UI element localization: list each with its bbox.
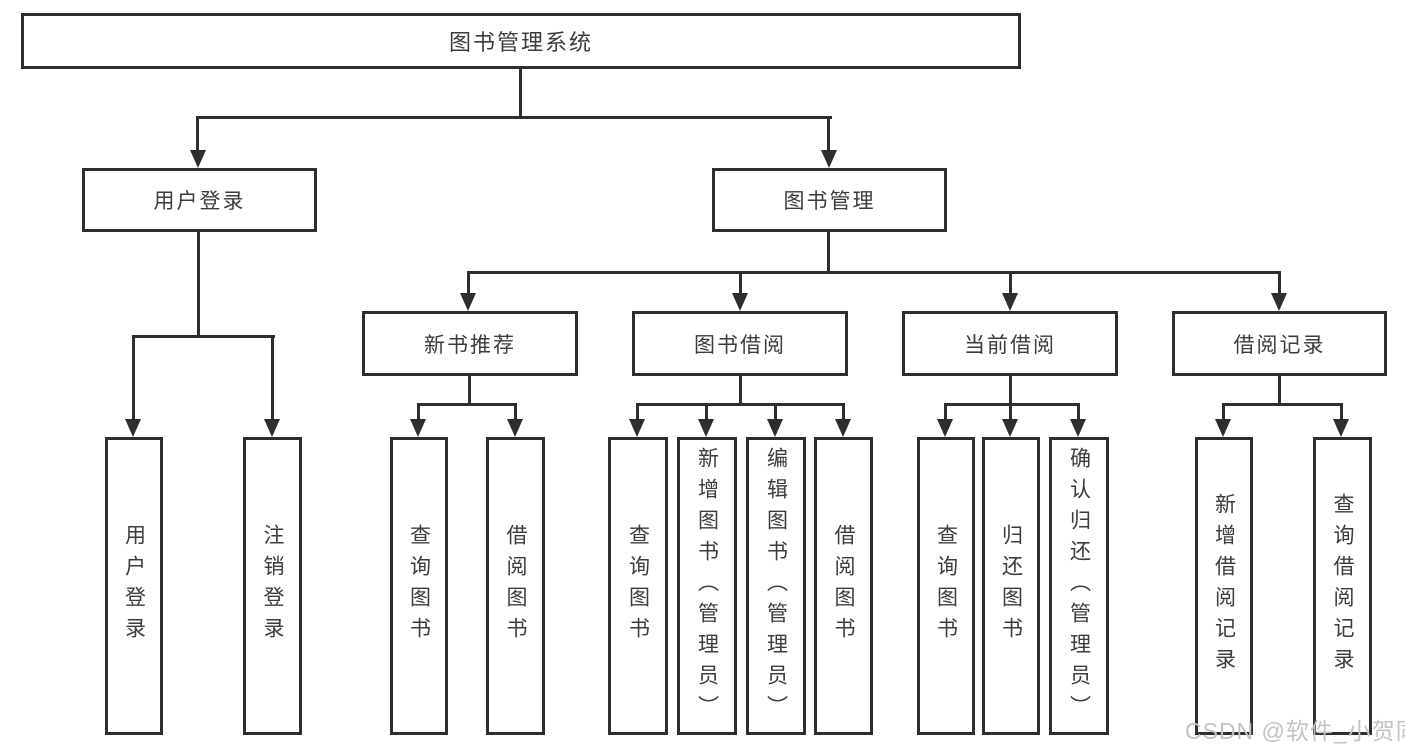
arrow-down-icon xyxy=(410,419,426,437)
node-book-management: 图书管理 xyxy=(712,168,947,232)
connector-vline xyxy=(271,335,274,421)
leaf-recommend-borrow-book: 借阅图书 xyxy=(486,437,545,735)
connector-vline xyxy=(468,376,471,406)
connector-hline xyxy=(467,271,1281,274)
connector-vline xyxy=(467,271,470,295)
connector-hline xyxy=(417,403,516,406)
leaf-borrowing-borrow-book-label: 借阅图书 xyxy=(832,524,855,648)
arrow-down-icon xyxy=(767,419,783,437)
connector-vline xyxy=(636,403,639,421)
leaf-return-book: 归还图书 xyxy=(982,437,1040,735)
node-borrow-records-label: 借阅记录 xyxy=(1233,333,1326,357)
leaf-current-query-book: 查询图书 xyxy=(917,437,975,735)
connector-vline xyxy=(1009,376,1012,406)
leaf-logout: 注销登录 xyxy=(243,437,302,735)
node-new-book-recommend: 新书推荐 xyxy=(362,311,578,376)
connector-vline xyxy=(739,271,742,295)
node-user-login: 用户登录 xyxy=(82,168,317,232)
leaf-user-login-label: 用户登录 xyxy=(122,524,146,648)
leaf-confirm-return-admin-label: 确认归还（管理员） xyxy=(1067,446,1091,726)
connector-vline xyxy=(417,403,420,421)
connector-vline xyxy=(1278,376,1281,406)
arrow-down-icon xyxy=(1002,293,1018,311)
arrow-down-icon xyxy=(1002,419,1018,437)
leaf-add-borrow-record-label: 新增借阅记录 xyxy=(1212,493,1236,679)
connector-vline xyxy=(132,335,135,421)
leaf-user-login: 用户登录 xyxy=(105,437,163,735)
leaf-edit-book-admin-label: 编辑图书（管理员） xyxy=(764,446,788,726)
node-book-borrowing-label: 图书借阅 xyxy=(694,333,786,357)
leaf-recommend-borrow-book-label: 借阅图书 xyxy=(504,524,527,648)
leaf-borrowing-borrow-book: 借阅图书 xyxy=(814,437,873,735)
connector-vline xyxy=(1222,403,1225,421)
node-user-login-label: 用户登录 xyxy=(153,190,246,213)
connector-vline xyxy=(705,403,708,421)
node-book-borrowing: 图书借阅 xyxy=(632,311,848,376)
node-current-borrowing: 当前借阅 xyxy=(902,311,1118,376)
arrow-down-icon xyxy=(629,419,645,437)
connector-hline xyxy=(132,335,275,338)
connector-vline xyxy=(1009,271,1012,295)
arrow-down-icon xyxy=(821,150,837,168)
connector-hline xyxy=(1222,403,1343,406)
connector-vline xyxy=(197,232,200,338)
arrow-down-icon xyxy=(1333,419,1349,437)
leaf-recommend-query-book: 查询图书 xyxy=(390,437,448,735)
node-library-system: 图书管理系统 xyxy=(21,13,1021,69)
node-current-borrowing-label: 当前借阅 xyxy=(964,333,1056,357)
leaf-confirm-return-admin: 确认归还（管理员） xyxy=(1049,437,1109,735)
arrow-down-icon xyxy=(732,293,748,311)
connector-vline xyxy=(827,116,830,152)
connector-hline xyxy=(196,116,832,119)
node-book-management-label: 图书管理 xyxy=(783,190,876,213)
connector-vline xyxy=(827,232,830,274)
connector-vline xyxy=(739,376,742,406)
arrow-down-icon xyxy=(1215,419,1231,437)
arrow-down-icon xyxy=(507,419,523,437)
connector-vline xyxy=(842,403,845,421)
connector-vline xyxy=(1009,403,1012,421)
leaf-edit-book-admin: 编辑图书（管理员） xyxy=(746,437,806,735)
leaf-add-book-admin-label: 新增图书（管理员） xyxy=(695,446,719,726)
connector-vline xyxy=(519,69,522,117)
arrow-down-icon xyxy=(460,293,476,311)
csdn-watermark: CSDN @软件_小贺同学 xyxy=(1185,718,1405,744)
arrow-down-icon xyxy=(1070,419,1086,437)
connector-hline xyxy=(636,403,844,406)
connector-vline xyxy=(1077,403,1080,421)
node-new-book-recommend-label: 新书推荐 xyxy=(424,333,516,357)
arrow-down-icon xyxy=(698,419,714,437)
arrow-down-icon xyxy=(937,419,953,437)
leaf-add-borrow-record: 新增借阅记录 xyxy=(1195,437,1253,735)
leaf-query-borrow-record: 查询借阅记录 xyxy=(1313,437,1372,735)
node-borrow-records: 借阅记录 xyxy=(1172,311,1387,376)
arrow-down-icon xyxy=(835,419,851,437)
arrow-down-icon xyxy=(1271,293,1287,311)
node-library-system-label: 图书管理系统 xyxy=(448,30,593,55)
leaf-query-borrow-record-label: 查询借阅记录 xyxy=(1331,493,1354,679)
connector-vline xyxy=(1340,403,1343,421)
leaf-borrowing-query-book: 查询图书 xyxy=(608,437,668,735)
leaf-current-query-book-label: 查询图书 xyxy=(934,524,958,648)
leaf-borrowing-query-book-label: 查询图书 xyxy=(626,524,650,648)
leaf-add-book-admin: 新增图书（管理员） xyxy=(677,437,737,735)
connector-vline xyxy=(1278,271,1281,295)
leaf-return-book-label: 归还图书 xyxy=(999,524,1023,648)
connector-vline xyxy=(514,403,517,421)
arrow-down-icon xyxy=(264,419,280,437)
leaf-recommend-query-book-label: 查询图书 xyxy=(407,524,431,648)
connector-hline xyxy=(944,403,1080,406)
connector-vline xyxy=(774,403,777,421)
connector-vline xyxy=(944,403,947,421)
connector-vline xyxy=(196,116,199,152)
arrow-down-icon xyxy=(190,150,206,168)
leaf-logout-label: 注销登录 xyxy=(261,524,284,648)
arrow-down-icon xyxy=(125,419,141,437)
